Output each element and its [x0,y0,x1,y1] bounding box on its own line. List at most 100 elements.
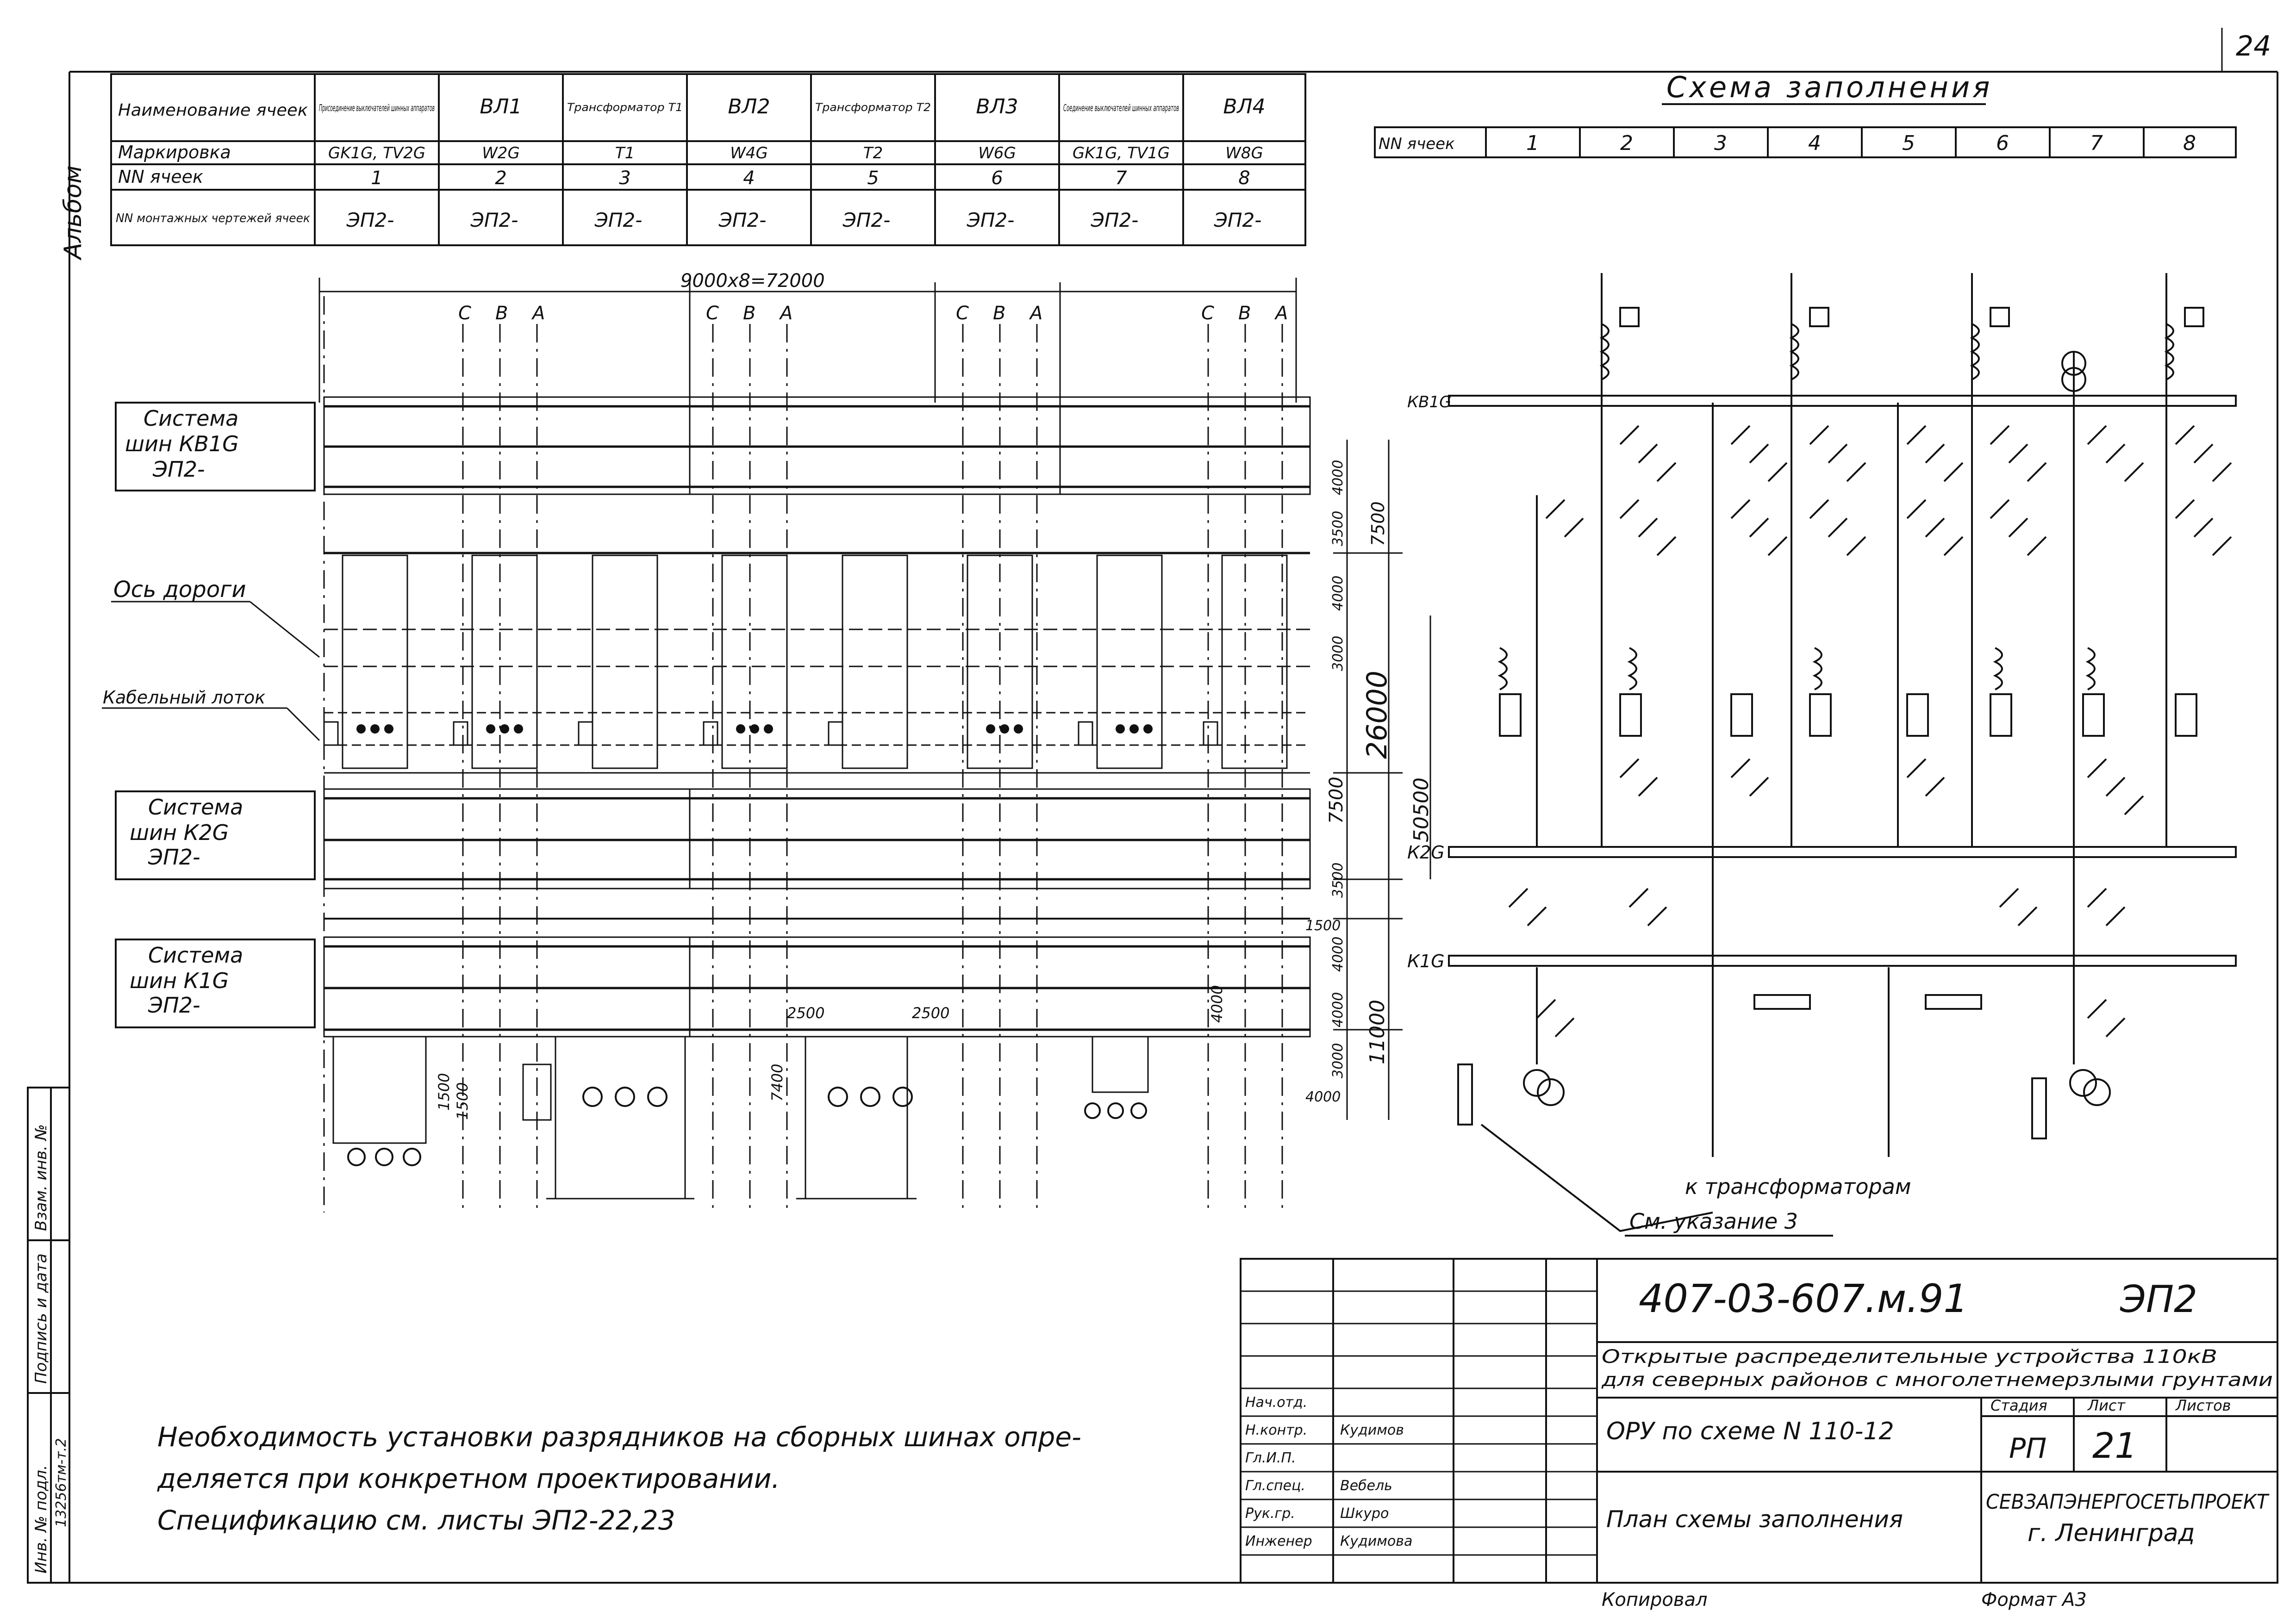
dim-r-5: 3000 [1330,636,1346,671]
doc-subtitle-1: Открытые распределительные устройства 11… [1602,1346,2217,1368]
span-dimension: 9000x8=72000 [680,270,825,292]
fill-cell-3: 3 [1714,131,1727,155]
stamp-sign: Подпись и дата [32,1253,50,1384]
phase-c-1: C [458,303,471,324]
row-header-drawings: NN монтажных чертежей ячеек [116,211,310,225]
format-label: Формат А3 [1981,1589,2087,1611]
road-axis-label: Ось дороги [113,577,246,603]
dim-inner-1: 2500 [787,1004,824,1022]
fill-cell-7: 7 [2090,131,2103,155]
see-note-label: См. указание 3 [1629,1209,1798,1234]
phase-a-1: A [531,303,545,324]
org-city: г. Ленинград [2028,1519,2195,1547]
dim-r-10: 4000 [1330,992,1346,1027]
cell-7-num: 7 [1115,168,1127,189]
bus-system-kb1g: Система шин КВ1G ЭП2- [115,396,1311,495]
cell-6-mark: W6G [978,144,1016,162]
name-6: Кудимова [1340,1533,1412,1549]
cell-6-name: ВЛ3 [976,95,1018,118]
fill-cell-1: 1 [1526,131,1539,155]
sheet-label: Лист [2087,1397,2126,1414]
role-4: Гл.спец. [1245,1478,1305,1494]
dim-r-14: 1500 [1305,918,1341,934]
cell-7-drawing: ЭП2- [1091,209,1139,231]
bus-kb1g-line3: ЭП2- [152,457,205,482]
fill-scheme-row-label: NN ячеек [1379,135,1455,153]
cell-4-num: 4 [743,168,755,189]
object-name: ОРУ по схеме N 110-12 [1606,1418,1894,1445]
phase-b-2: B [743,303,755,324]
bus-kb1g-line1: Система [144,406,238,431]
cell-8-mark: W8G [1225,144,1263,162]
bus-k2g-line1: Система [148,795,243,820]
dim-inner-6: 7400 [768,1064,786,1101]
dim-r-3: 3500 [1330,511,1346,546]
cell-4-drawing: ЭП2- [718,209,767,231]
name-2: Кудимов [1340,1422,1404,1438]
stage-value: РП [2009,1432,2046,1465]
phase-c-3: C [956,303,969,324]
cell-4-name: ВЛ2 [728,95,770,118]
to-transformers-label: к трансформаторам [1685,1174,1911,1199]
phase-c-2: C [706,303,719,324]
cell-2-num: 2 [495,168,506,189]
cell-5-drawing: ЭП2- [842,209,891,231]
bus-system-k1g: Система шин К1G ЭП2- [115,918,1311,1038]
bus-label-k2g: К2G [1407,842,1445,863]
sheet-code: ЭП2 [2120,1278,2197,1321]
bus-label-kb1g: КВ1G [1407,393,1451,411]
album-label: Альбом [59,165,87,261]
cell-5-num: 5 [867,168,879,189]
fill-cell-2: 2 [1620,131,1633,155]
dim-inner-3: 4000 [1208,985,1226,1023]
phase-b-4: B [1238,303,1251,324]
cell-1-num: 1 [371,168,382,189]
phase-a-4: A [1274,303,1288,324]
stage-label: Стадия [1990,1397,2047,1414]
doc-subtitle-2: для северных районов с многолетнемерзлым… [1601,1369,2273,1391]
dim-r-6: 26000 [1361,671,1393,759]
bus-kb1g-line2: шин КВ1G [125,431,239,456]
bus-k2g-line2: шин К2G [130,820,229,845]
note-line-2: деляется при конкретном проектировании. [157,1463,780,1494]
row-header-name: Наименование ячеек [118,101,308,120]
dim-r-7: 7500 [1326,777,1347,824]
bus-k1g-line3: ЭП2- [148,993,200,1018]
dim-r-15: 4000 [1305,1089,1341,1105]
drawing-title: План схемы заполнения [1606,1506,1903,1533]
cell-8-drawing: ЭП2- [1214,209,1262,231]
cell-2-name: ВЛ1 [480,95,522,118]
cells-table: Наименование ячеек Маркировка NN ячеек N… [110,73,1306,246]
role-6: Инженер [1245,1533,1312,1549]
row-header-mark: Маркировка [118,142,231,162]
cell-6-drawing: ЭП2- [967,209,1015,231]
fill-scheme-header: Схема заполнения NN ячеек 1 2 3 4 5 6 7 … [1374,70,2237,158]
bus-k1g-line2: шин К1G [130,968,229,993]
stamp-number: 13256тм-т.2 [53,1438,69,1527]
cell-3-num: 3 [619,168,630,189]
fill-cell-5: 5 [1902,131,1915,155]
bus-k2g-line3: ЭП2- [148,845,200,870]
bus-system-k2g: Система шин К2G ЭП2- [115,788,1311,889]
fill-scheme-title: Схема заполнения [1666,70,1992,104]
cell-1-name: Присоединение выключателей шинных аппара… [319,102,435,113]
phase-c-4: C [1201,303,1214,324]
cell-7-name: Соединение выключателей шинных аппаратов [1063,102,1179,113]
dim-inner-2: 2500 [912,1004,949,1022]
fill-cell-6: 6 [1996,131,2009,155]
dim-r-11: 11000 [1366,1000,1389,1064]
cable-tray-label: Кабельный лоток [103,687,265,708]
role-2: Н.контр. [1245,1422,1307,1438]
sheet-number: 24 [2236,30,2271,62]
notes: Необходимость установки разрядников на с… [157,1421,1081,1536]
note-line-1: Необходимость установки разрядников на с… [157,1421,1081,1453]
cell-2-drawing: ЭП2- [470,209,518,231]
dim-r-9: 4000 [1330,937,1346,972]
dim-r-8: 3500 [1330,863,1346,898]
single-line-scheme: КВ1G К2G К1G [1407,273,2237,1237]
title-block: 407-03-607.м.91 ЭП2 Открытые распределит… [1240,1258,2278,1611]
role-5: Рук.гр. [1245,1505,1295,1522]
dim-inner-4: 1500 [435,1073,453,1111]
dim-r-1: 4000 [1330,460,1346,495]
